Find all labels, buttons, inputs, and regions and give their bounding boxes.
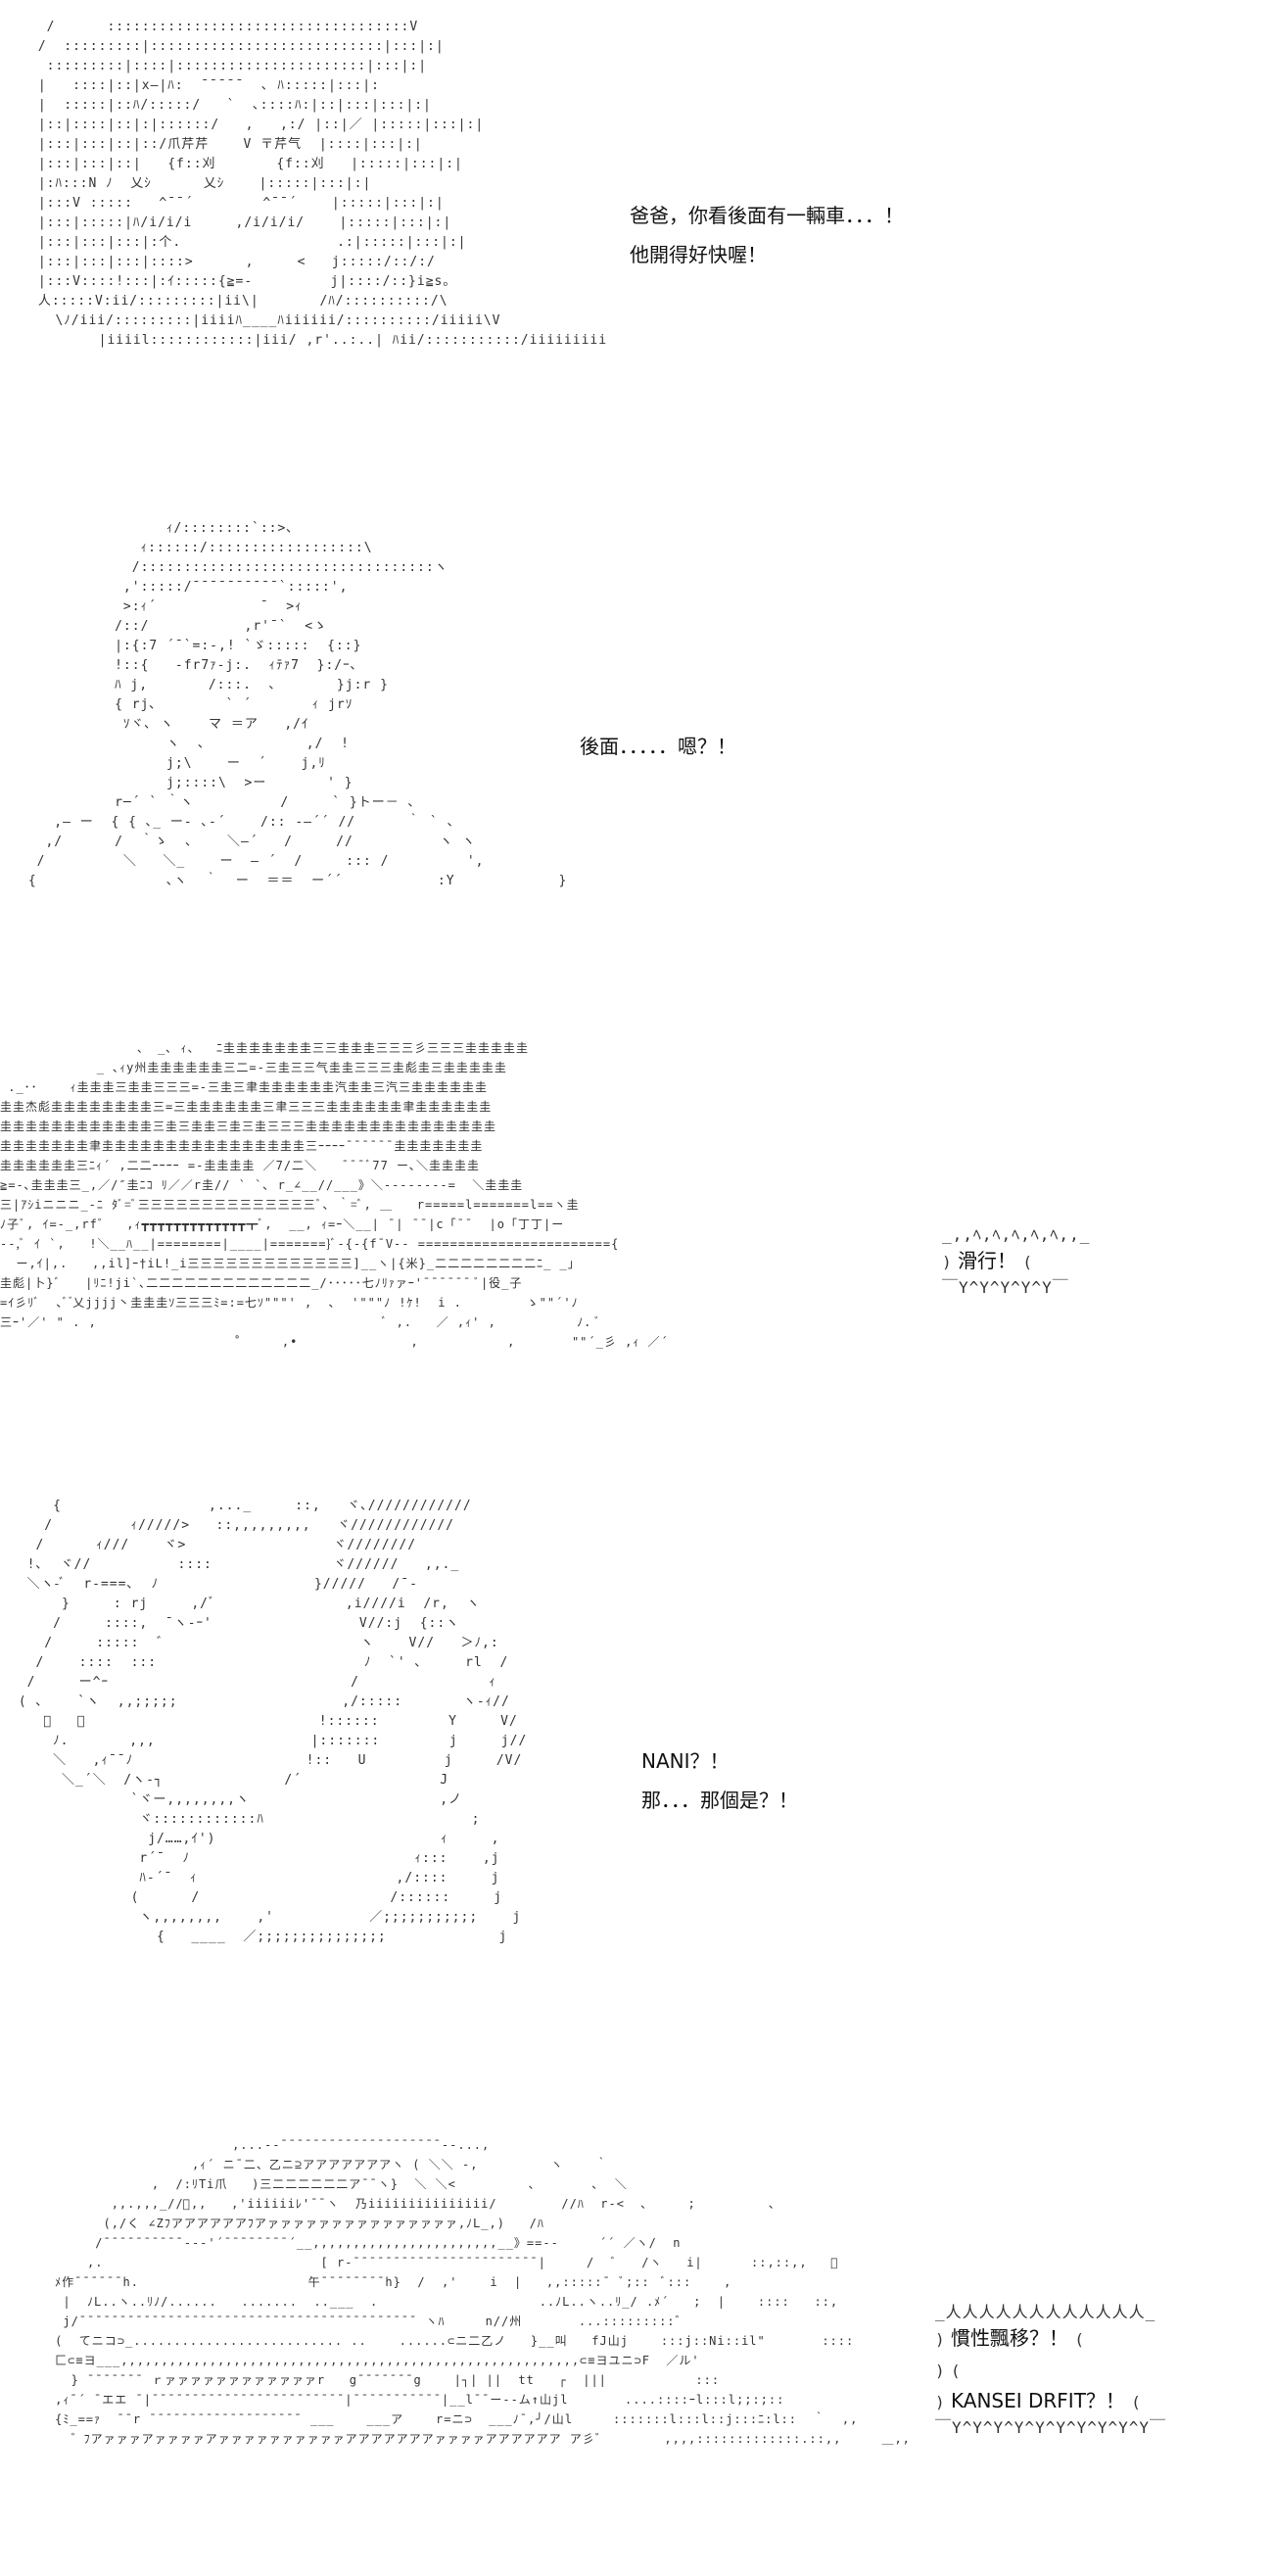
panel-1: / :::::::::::::::::::::::::::::::::::V /…	[0, 0, 1273, 470]
bubble-row: ) 滑行！ (	[942, 1246, 1090, 1277]
dialogue-1: 爸爸，你看後面有一輛車．．．！ 他開得好快喔！	[630, 196, 904, 274]
bubble-text: 慣性飄移？！	[951, 2326, 1068, 2350]
bubble-bottom-edge: ￣Y^Y^Y^Y^Y^Y^Y^Y^Y^Y￣	[935, 2418, 1167, 2437]
panel-5: ,...--¯¯¯¯¯¯¯¯¯¯¯¯¯¯¯¯¯¯¯¯--..., ,ｨ´ ニ¯二…	[0, 2125, 1273, 2556]
bubble-left-edge: )	[935, 2330, 945, 2349]
dialogue-line: NANI？！	[641, 1749, 730, 1773]
dialogue-2: 後面．．．．．嗯？！	[580, 727, 736, 766]
bubble-top-edge: _人人人人人人人人人人人人_	[935, 2303, 1156, 2321]
bubble-left-edge: )	[935, 2393, 945, 2411]
bubble-bottom-edge: ￣Y^Y^Y^Y^Y￣	[942, 1278, 1069, 1297]
bubble-right-edge: (	[951, 2361, 961, 2380]
bubble-row: ) KANSEI DRFIT？！ (	[935, 2386, 1166, 2417]
bubble-text: KANSEI DRFIT？！	[951, 2389, 1125, 2412]
bubble-row: ) 慣性飄移？！ (	[935, 2323, 1166, 2355]
panel-4: { ,..._ ::, ヾ､//////////// / ｨ/////> ::,…	[0, 1489, 1273, 2096]
dialogue-line: 後面．．．．．嗯？！	[580, 735, 736, 758]
bubble-right-edge: (	[1022, 1253, 1032, 1271]
bubble-left-edge: )	[942, 1253, 952, 1271]
panel-3: 、 _､ ｨ、 ﾆ圭圭圭圭圭圭圭三三圭圭圭三三三彡三三三圭圭圭圭圭 _ ､ｨy州…	[0, 1028, 1273, 1440]
bubble-left-edge: )	[935, 2361, 945, 2380]
ascii-art-car-front: ,...--¯¯¯¯¯¯¯¯¯¯¯¯¯¯¯¯¯¯¯¯--..., ,ｨ´ ニ¯二…	[55, 2138, 911, 2446]
bubble-top-edge: _,,ﾍ,ﾍ,ﾍ,ﾍ,ﾍ,,_	[942, 1225, 1091, 1244]
shout-bubble-drift: _,,ﾍ,ﾍ,ﾍ,ﾍ,ﾍ,,_ ) 滑行！ ( ￣Y^Y^Y^Y^Y￣	[942, 1224, 1090, 1299]
ascii-art-shocked-faces: { ,..._ ::, ヾ､//////////// / ｨ/////> ::,…	[18, 1499, 528, 1944]
bubble-right-edge: (	[1074, 2330, 1084, 2349]
shout-bubble-kansei-drift: _人人人人人人人人人人人人_ ) 慣性飄移？！ ( ) ( ) KANSEI D…	[935, 2302, 1166, 2439]
ascii-art-man-face: ｨ/::::::::`::>､ ｨ::::::/::::::::::::::::…	[27, 521, 568, 888]
dialogue-line: 爸爸，你看後面有一輛車．．．！	[630, 204, 904, 227]
panel-2: ｨ/::::::::`::>､ ｨ::::::/::::::::::::::::…	[0, 509, 1273, 999]
bubble-row: ) (	[935, 2355, 1166, 2386]
ascii-art-child-face: / :::::::::::::::::::::::::::::::::::V /…	[37, 20, 607, 348]
bubble-right-edge: (	[1131, 2393, 1141, 2411]
bubble-text: 滑行！	[958, 1249, 1016, 1272]
dialogue-line: 他開得好快喔！	[630, 243, 767, 266]
dialogue-line: 那．．．那個是？！	[641, 1789, 798, 1812]
dialogue-4: NANI？！ 那．．．那個是？！	[641, 1741, 798, 1820]
ascii-art-drifting-car: 、 _､ ｨ、 ﾆ圭圭圭圭圭圭圭三三圭圭圭三三三彡三三三圭圭圭圭圭 _ ､ｨy州…	[0, 1041, 669, 1349]
